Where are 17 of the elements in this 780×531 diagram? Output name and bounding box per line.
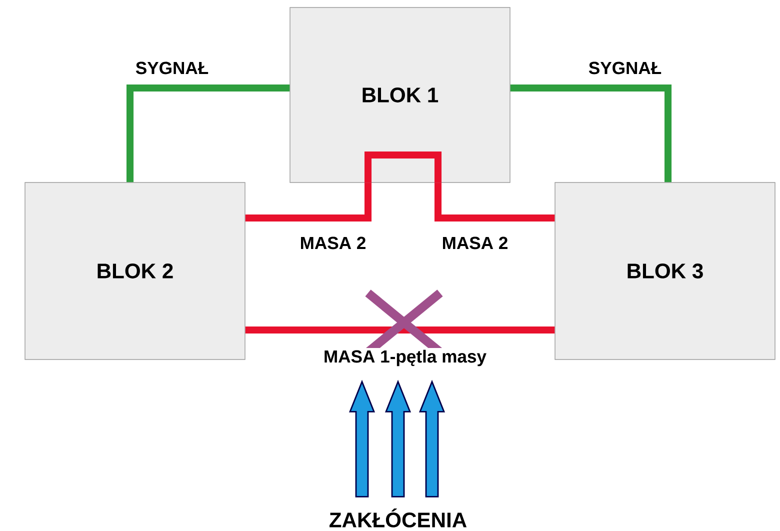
block-box: BLOK 3 — [554, 182, 776, 360]
edge-label: MASA 1-pętla masy — [322, 348, 488, 368]
edge-label: SYGNAŁ — [134, 60, 210, 76]
noise-label: ZAKŁÓCENIA — [330, 508, 467, 528]
wire — [126, 84, 290, 182]
block-arrow — [348, 380, 376, 498]
block-arrow — [384, 380, 412, 498]
edge-label: MASA 2 — [298, 235, 368, 251]
wire — [245, 182, 372, 222]
block-arrow — [418, 380, 446, 498]
block-box: BLOK 2 — [24, 182, 246, 360]
edge-label: MASA 2 — [440, 235, 510, 251]
edge-label: SYGNAŁ — [586, 60, 664, 76]
wire — [510, 84, 672, 182]
block-box: BLOK 1 — [290, 7, 510, 183]
wire — [434, 182, 555, 222]
wire — [245, 326, 555, 334]
